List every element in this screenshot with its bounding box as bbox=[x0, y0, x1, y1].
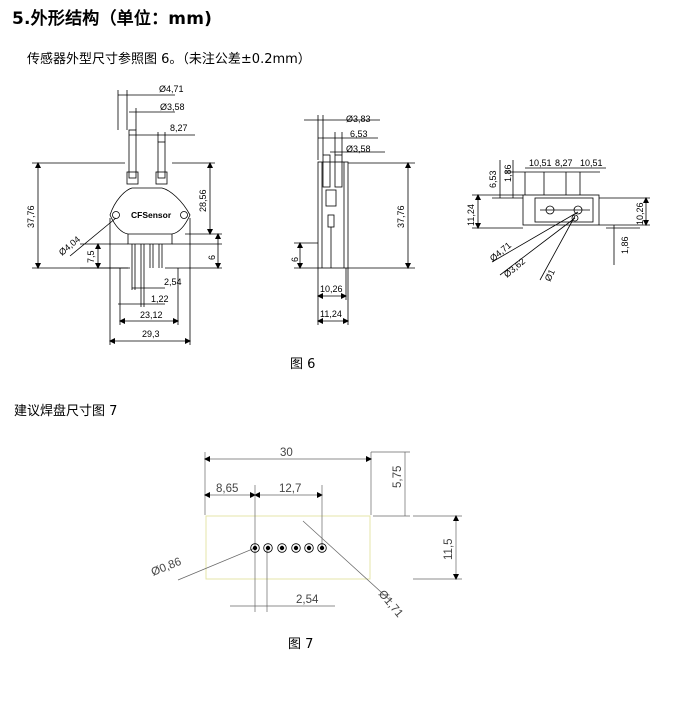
front-pin-h: 6 bbox=[207, 255, 217, 260]
pad-pin-span: 12,7 bbox=[279, 483, 301, 495]
pad-pitch: 2,54 bbox=[296, 594, 319, 606]
pad-layout bbox=[177, 451, 462, 612]
pad-row bbox=[250, 543, 327, 553]
section-title: 5.外形结构（单位：mm) bbox=[12, 9, 213, 29]
pad-height: 11,5 bbox=[443, 538, 455, 560]
top-h1: 6,53 bbox=[488, 170, 498, 188]
top-d-mid: Ø3,62 bbox=[502, 256, 527, 279]
pad-left-offset: 8,65 bbox=[216, 483, 238, 495]
front-d-outer: Ø4,71 bbox=[159, 84, 184, 94]
front-body-h: 28,56 bbox=[198, 189, 208, 212]
side-depth: 10,26 bbox=[320, 284, 343, 294]
intro-text: 传感器外型尺寸参照图 6。（未注公差±0.2mm） bbox=[27, 52, 311, 67]
top-offset: 1,86 bbox=[620, 236, 630, 254]
front-view bbox=[32, 90, 222, 345]
front-hole-d: Ø4,04 bbox=[57, 234, 82, 257]
figure7-heading: 建议焊盘尺寸图 7 bbox=[14, 404, 118, 419]
side-gap: 6,53 bbox=[350, 129, 368, 139]
top-d-pin: Ø1 bbox=[543, 268, 557, 283]
side-view bbox=[294, 115, 415, 325]
top-height: 11,24 bbox=[466, 204, 476, 226]
top-w3: 10,51 bbox=[580, 158, 603, 168]
figure6-caption: 图 6 bbox=[290, 357, 316, 372]
pad-layout-labels: 30 5,75 8,65 12,7 11,5 Ø0,86 Ø1,71 2,54 bbox=[150, 447, 455, 620]
front-height: 37,76 bbox=[26, 205, 36, 228]
figure7-caption: 图 7 bbox=[288, 637, 314, 652]
pad-d: Ø0,86 bbox=[150, 556, 184, 579]
side-total: 11,24 bbox=[320, 309, 342, 319]
top-h2: 1,86 bbox=[503, 164, 513, 182]
side-pin-h: 6 bbox=[290, 257, 300, 262]
brand-label: CFSensor bbox=[131, 210, 172, 220]
pad-top-offset: 5,75 bbox=[392, 466, 404, 488]
pad-width: 30 bbox=[280, 447, 293, 459]
front-pin-w: 1,22 bbox=[151, 294, 169, 304]
side-d-outer: Ø3,83 bbox=[346, 114, 371, 124]
top-view bbox=[472, 160, 650, 281]
top-depth: 10,26 bbox=[635, 202, 645, 225]
top-w2: 8,27 bbox=[555, 158, 573, 168]
side-view-labels: Ø3,83 6,53 Ø3,58 37,76 6 10,26 11,24 bbox=[290, 114, 406, 319]
front-d-inner: Ø3,58 bbox=[160, 102, 185, 112]
front-width: 29,3 bbox=[142, 329, 160, 339]
side-height: 37,76 bbox=[396, 205, 406, 228]
top-view-labels: 6,53 1,86 10,51 8,27 10,51 11,24 10,26 1… bbox=[466, 158, 645, 283]
front-pin-len: 7,5 bbox=[86, 250, 96, 263]
hole-d: Ø1,71 bbox=[376, 588, 405, 620]
front-tube-span: 8,27 bbox=[170, 123, 188, 133]
front-pitch: 2,54 bbox=[164, 277, 182, 287]
top-w1: 10,51 bbox=[529, 158, 552, 168]
front-span: 23,12 bbox=[140, 310, 163, 320]
side-d-inner: Ø3,58 bbox=[346, 144, 371, 154]
